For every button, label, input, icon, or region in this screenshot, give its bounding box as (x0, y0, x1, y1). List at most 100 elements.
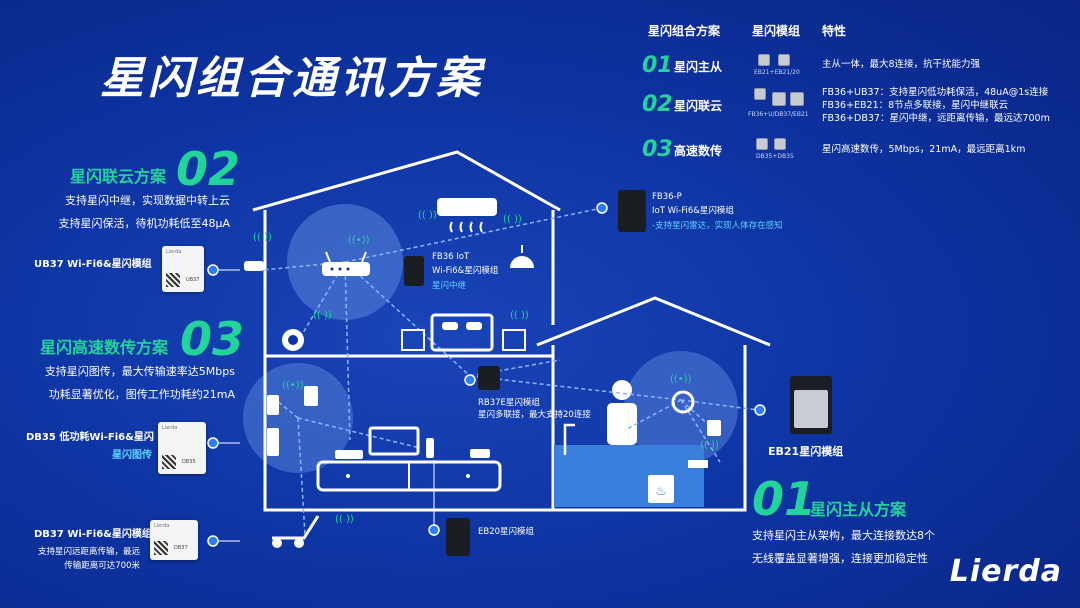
air-conditioner-icon (437, 198, 497, 216)
valve-icon (688, 460, 708, 468)
router-icon (322, 262, 370, 276)
bed-icon (430, 313, 494, 352)
toilet-icon (707, 420, 721, 436)
door-sensor-icon (267, 395, 279, 415)
table-row-3-modules: DB35+DB35 (756, 153, 794, 160)
svg-text:(( )): (( )) (700, 440, 719, 451)
db37-label: DB37 Wi-Fi6&星闪模组 (34, 529, 152, 540)
set-top-box-icon (335, 450, 363, 459)
solution-01-line-2: 无线覆盖显著增强，连接更加稳定性 (752, 552, 928, 565)
smart-lock-icon (267, 428, 279, 456)
table-row-2-modules: FB36+U/DB37/EB21 (748, 111, 809, 118)
side-walls (551, 345, 747, 512)
table-row-2-num: 02 (642, 92, 673, 117)
db35-label: DB35 低功耗Wi-Fi6&星闪 (26, 432, 154, 443)
bathtub (554, 445, 704, 507)
svg-text:((•)): ((•)) (282, 380, 304, 391)
svg-text:(( )): (( )) (418, 210, 437, 221)
table-header-feature: 特性 (822, 24, 847, 38)
eb21-chip-icon (790, 376, 832, 434)
qr-code-icon (154, 541, 168, 555)
ub37-module-card: Lierda UB37 (162, 246, 204, 292)
table-header-scheme: 星闪组合方案 (648, 24, 721, 38)
chip-icon (778, 54, 790, 66)
fb36-line-1: FB36 IoT (432, 252, 470, 262)
svg-text:(( )): (( )) (335, 514, 354, 525)
chip-icon (756, 138, 768, 150)
chip-icon (754, 88, 766, 100)
tv-icon (368, 426, 420, 456)
solution-03-title: 星闪高速数传方案 (40, 338, 169, 357)
table-row-2-feature-3: FB36+DB37：星闪中继，远距离传输，最远达700m (822, 113, 1050, 124)
table-row-2-feature-1: FB36+UB37：支持星闪低功耗保活，48uA@1s连接 (822, 87, 1049, 98)
solution-01-number: 01 (752, 472, 817, 526)
fb36-line-2: Wi-Fi6&星闪模组 (432, 266, 499, 276)
card-brand: Lierda (154, 523, 170, 529)
card-part-number: DB35 (182, 459, 196, 465)
chip-icon (772, 92, 786, 106)
table-row-3-num: 03 (642, 137, 673, 162)
svg-text:(( )): (( )) (253, 232, 272, 243)
solution-02-line-2: 支持星闪保活，待机功耗低至48μA (58, 217, 230, 230)
svg-text:((•)): ((•)) (670, 374, 692, 385)
glow-circle-eb21 (624, 351, 738, 465)
fb36p-chip-icon (618, 190, 646, 232)
svg-text:(( )): (( )) (510, 310, 529, 321)
solution-03-number: 03 (180, 312, 245, 366)
card-brand: Lierda (162, 425, 178, 431)
fb36p-accent: -支持星闪雷达，实现人体存在感知 (652, 221, 783, 231)
svg-text:(( )): (( )) (313, 310, 332, 321)
db37-sub-1: 支持星闪远距离传输，最远 (38, 547, 141, 557)
card-part-number: UB37 (186, 277, 200, 283)
fb36-accent: 星闪中继 (432, 281, 467, 291)
table-row-1-feature: 主从一体，最大8连接，抗干扰能力强 (822, 59, 981, 70)
svg-text:((•)): ((•)) (348, 235, 370, 246)
fb36-chip-icon (404, 256, 424, 286)
page-title: 星闪组合通讯方案 (100, 53, 484, 104)
svg-text:(( )): (( )) (503, 214, 522, 225)
db35-module-card: Lierda DB35 (158, 422, 206, 474)
speaker-icon (426, 438, 434, 458)
eb20-title: EB20星闪模组 (478, 527, 535, 537)
solution-02-line-1: 支持星闪中继，实现数据中转上云 (65, 194, 230, 207)
table-row-3-feature: 星闪高速数传，5Mbps，21mA，最远距离1km (822, 144, 1026, 155)
lamp-icon (510, 256, 534, 268)
fb36p-sub: IoT Wi-Fi6&星闪模组 (652, 206, 734, 216)
solution-01-line-1: 支持星闪主从架构，最大连接数达8个 (752, 529, 935, 542)
db37-sub: 支持星闪远距离传输，最远 传输距离可达700米 (38, 545, 140, 573)
rb37e-title: RB37E星闪模组 (478, 398, 540, 408)
solution-03-line-1: 支持星闪图传，最大传输速率达5Mbps (44, 365, 235, 378)
fb36p-title: FB36-P (652, 192, 682, 202)
switch-icon (304, 386, 318, 406)
table-row-3-name: 高速数传 (674, 144, 723, 158)
chip-icon (774, 138, 786, 150)
qr-code-icon (166, 273, 180, 287)
table-row-1-num: 01 (642, 53, 673, 78)
table-row-2-name: 星闪联云 (674, 99, 723, 113)
card-brand: Lierda (166, 249, 182, 255)
lierda-logo: Lierda (949, 554, 1062, 589)
table-row-1-name: 星闪主从 (674, 60, 723, 74)
solution-01-title: 星闪主从方案 (810, 500, 907, 519)
table-row-2-feature-2: FB36+EB21：8节点多联接，星闪中继联云 (822, 100, 1009, 111)
eb20-chip-icon (446, 518, 470, 556)
main-walls (263, 210, 553, 512)
side-roof (536, 296, 771, 347)
db37-module-card: Lierda DB37 (150, 520, 198, 560)
eb21-shield (794, 390, 828, 428)
rb37e-board-icon (478, 366, 500, 390)
solution-01-desc: 支持星闪主从架构，最大连接数达8个 无线覆盖显著增强，连接更加稳定性 (752, 524, 935, 570)
bath-heater-icon (671, 390, 695, 414)
rb37e-sub: 星闪多联接，最大支持20连接 (478, 410, 591, 420)
db37-sub-2: 传输距离可达700米 (64, 561, 140, 571)
eb21-label: EB21星闪模组 (768, 445, 844, 458)
signal-marks: ((•)) ((•)) ((•)) (( )) (( )) (( )) (( )… (253, 210, 719, 525)
db35-accent: 星闪图传 (112, 450, 152, 461)
card-part-number: DB37 (174, 545, 188, 551)
solution-02-title: 星闪联云方案 (70, 167, 167, 186)
chip-icon (758, 54, 770, 66)
camera-icon (244, 261, 264, 271)
table-row-1-modules: EB21+EB21/20 (754, 69, 800, 76)
